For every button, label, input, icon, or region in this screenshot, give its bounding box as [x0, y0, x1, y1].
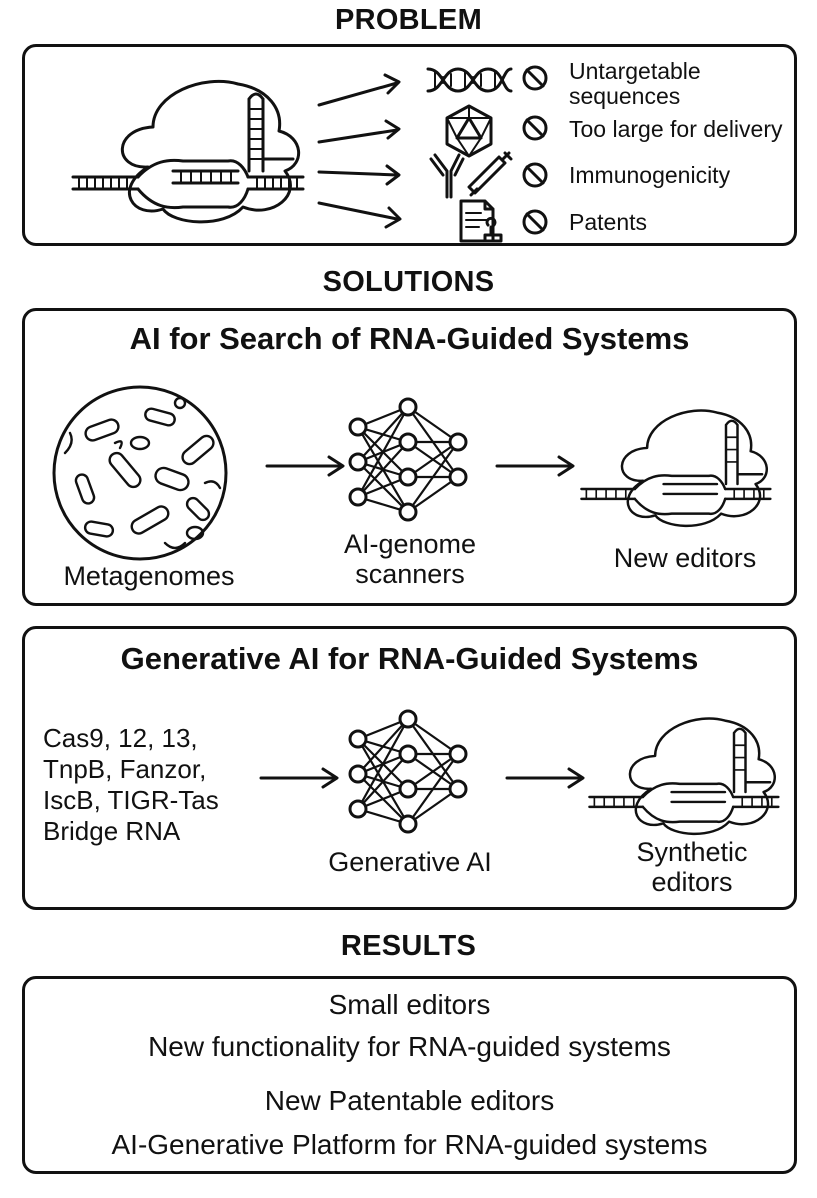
arrow-to-new-editors — [495, 455, 575, 477]
system-list: Cas9, 12, 13, TnpB, Fanzor, IscB, TIGR-T… — [43, 723, 273, 847]
result-item: New functionality for RNA-guided systems — [148, 1031, 671, 1062]
result-item: AI-Generative Platform for RNA-guided sy… — [111, 1129, 708, 1160]
system-list-item: Bridge RNA — [43, 816, 181, 846]
system-list-item: Cas9, 12, 13, — [43, 723, 198, 753]
result-item: Small editors — [328, 989, 491, 1020]
results-title: RESULTS — [340, 930, 477, 962]
arrow-to-synthetic-editors — [505, 767, 585, 789]
dna-helix-icon — [426, 67, 513, 93]
ai-genome-scanners-label: AI-genome scanners — [343, 529, 477, 589]
metagenomes-label: Metagenomes — [63, 561, 235, 591]
issue-untargetable: Untargetable sequences — [569, 58, 701, 109]
new-editors-label: New editors — [613, 543, 757, 573]
issue-too-large: Too large for delivery — [569, 116, 783, 142]
problem-arrows — [317, 73, 402, 229]
virus-capsid-icon — [445, 104, 493, 158]
search-panel: AI for Search of RNA-Guided Systems — [22, 308, 797, 606]
result-item: New Patentable editors — [264, 1085, 555, 1116]
solutions-title: SOLUTIONS — [322, 266, 495, 298]
system-list-item: IscB, TIGR-Tas — [43, 785, 219, 815]
problem-panel: Untargetable sequences Too large for del… — [22, 44, 797, 246]
issue-patents: Patents — [569, 209, 647, 235]
arrow-to-generative-ai — [259, 767, 339, 789]
generative-network-icon — [348, 709, 468, 834]
results-panel: Small editors New functionality for RNA-… — [22, 976, 797, 1174]
neural-network-icon — [348, 397, 468, 522]
prohibited-icons — [522, 65, 548, 235]
search-panel-heading: AI for Search of RNA-Guided Systems — [129, 321, 690, 356]
new-editor-complex-icon — [580, 409, 772, 528]
antibody-syringe-icon — [429, 151, 513, 199]
synthetic-editor-complex-icon — [588, 717, 780, 836]
generative-ai-label: Generative AI — [328, 847, 492, 877]
problem-title: PROBLEM — [334, 4, 483, 36]
patent-document-icon — [459, 199, 503, 243]
issue-immunogenicity: Immunogenicity — [569, 162, 731, 188]
generative-panel: Generative AI for RNA-Guided Systems Cas… — [22, 626, 797, 910]
arrow-to-scanner — [265, 455, 345, 477]
generative-panel-heading: Generative AI for RNA-Guided Systems — [120, 641, 699, 676]
metagenome-petri-dish-icon — [52, 385, 228, 561]
system-list-item: TnpB, Fanzor, — [43, 754, 207, 784]
rna-editor-complex-icon — [71, 79, 305, 224]
synthetic-editors-label: Synthetic editors — [636, 837, 748, 897]
